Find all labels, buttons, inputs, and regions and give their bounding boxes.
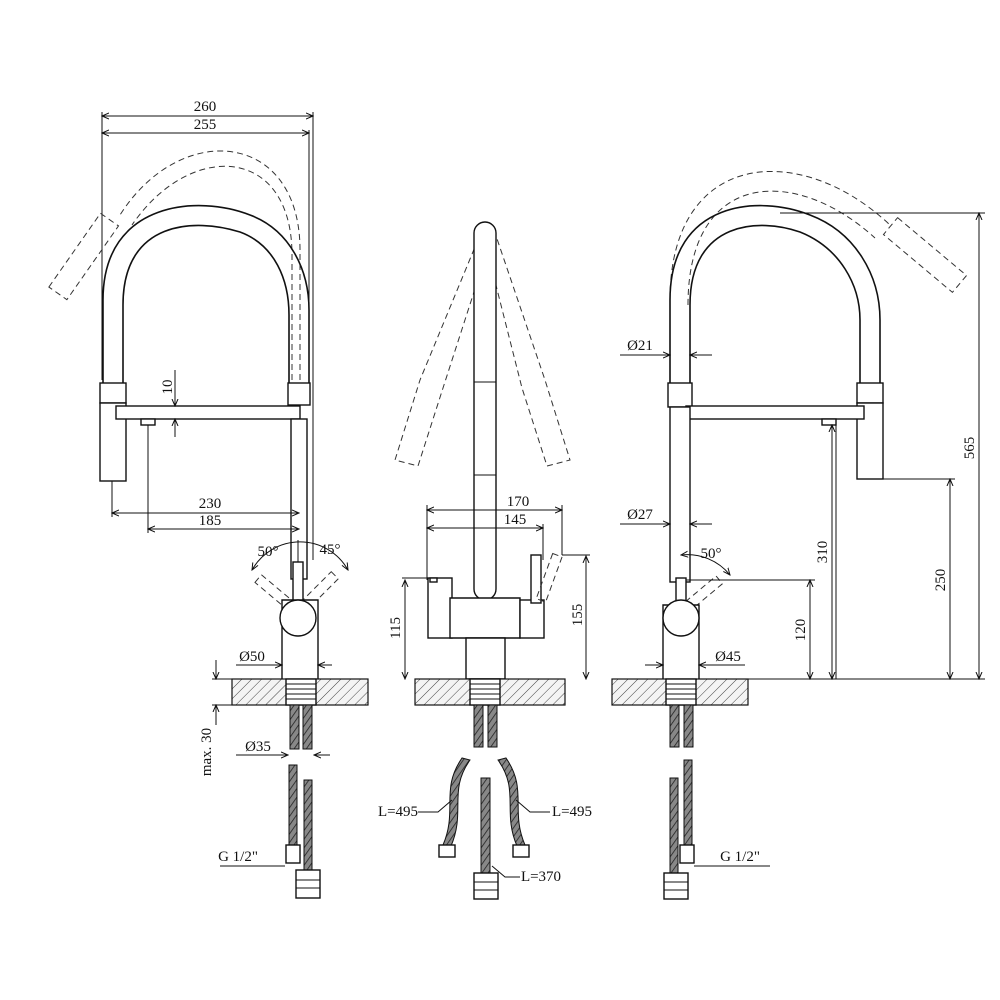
dim-right-connection-thread: G 1/2"	[720, 849, 760, 865]
dim-shank-diameter: Ø35	[245, 739, 271, 755]
dim-hose-left-length: L=495	[378, 804, 418, 820]
dim-lever-angle-right: 45°	[320, 542, 341, 558]
dim-connection-thread: G 1/2"	[218, 849, 258, 865]
dim-right-base-diameter: Ø45	[715, 649, 741, 665]
dim-total-height: 565	[962, 437, 978, 460]
dim-hose-diameter: Ø21	[627, 338, 653, 354]
dim-hose-center-length: L=370	[521, 869, 561, 885]
spray-head-alt-left	[48, 212, 120, 301]
dim-reach-outer: 230	[199, 496, 222, 512]
dim-column-diameter: Ø27	[627, 507, 653, 523]
dim-base-diameter: Ø50	[239, 649, 265, 665]
dim-front-width-outer: 170	[507, 494, 530, 510]
dim-right-lever-angle: 50°	[701, 546, 722, 562]
front-view: 170 145 115 155	[378, 221, 592, 900]
dim-front-body-height-left: 115	[388, 617, 404, 639]
left-view: 260 255 10 230 185 50°	[48, 99, 369, 899]
right-view: Ø21 Ø27 50° Ø45 G 1/2"	[611, 171, 985, 900]
dim-column-height: 310	[815, 541, 831, 564]
dim-hose-right-length: L=495	[552, 804, 592, 820]
dim-front-body-height-right: 155	[570, 604, 586, 627]
dim-mount-max-thickness: max. 30	[199, 728, 215, 776]
dim-lever-axis-height: 120	[793, 619, 809, 642]
dim-spout-outlet-height: 250	[933, 569, 949, 592]
dim-front-width-inner: 145	[504, 512, 527, 528]
dim-overall-width-outer: 260	[194, 99, 217, 115]
dim-overall-width-inner: 255	[194, 117, 217, 133]
dim-reach-inner: 185	[199, 513, 222, 529]
dim-lever-angle-left: 50°	[258, 544, 279, 560]
dim-spray-bar-thickness: 10	[160, 380, 176, 395]
